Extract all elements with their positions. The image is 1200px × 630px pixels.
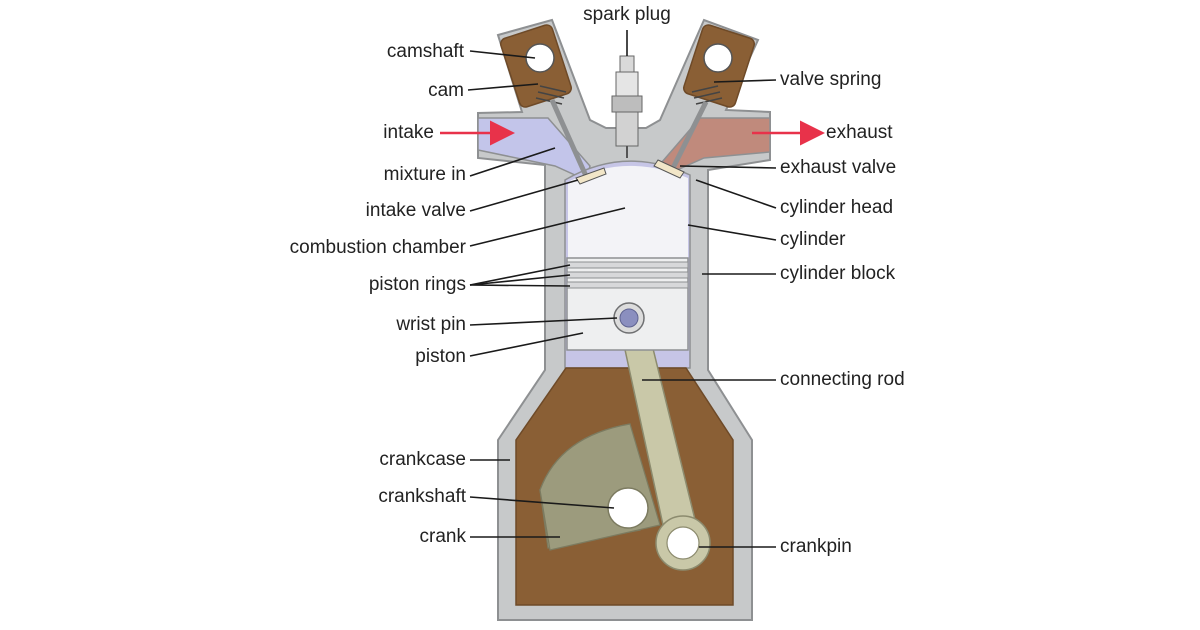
label-crank: crank	[419, 526, 466, 547]
label-camshaft: camshaft	[386, 41, 464, 62]
intake-camshaft-shape	[525, 43, 555, 73]
label-crankpin: crankpin	[780, 536, 852, 557]
exhaust-valve-spring	[691, 85, 723, 105]
label-spark-plug: spark plug	[583, 4, 671, 25]
exhaust-camshaft-shape	[703, 43, 733, 73]
label-cylinder-head: cylinder head	[780, 197, 894, 218]
label-wrist-pin: wrist pin	[396, 314, 466, 335]
leader-lines	[467, 30, 777, 548]
intake-valve-spring	[535, 85, 567, 105]
label-mixture-in: mixture in	[383, 164, 466, 185]
piston-ring-2	[566, 271, 689, 279]
label-cylinder-block: cylinder block	[780, 263, 896, 284]
wrist-pin-core	[619, 308, 639, 328]
label-crankshaft: crankshaft	[378, 486, 466, 507]
spark-plug-shape	[611, 55, 643, 158]
label-valve-spring: valve spring	[780, 69, 882, 90]
piston-ring-3	[566, 281, 689, 289]
label-exhaust: exhaust	[826, 122, 893, 143]
label-piston: piston	[415, 346, 466, 367]
label-exhaust-valve: exhaust valve	[780, 157, 897, 178]
label-piston-rings: piston rings	[368, 274, 466, 295]
label-crankcase: crankcase	[379, 449, 466, 470]
combustion-chamber	[568, 165, 688, 258]
label-combustion-chamber: combustion chamber	[289, 237, 466, 258]
exhaust-valve-stem	[669, 100, 709, 172]
intake-valve-head	[575, 167, 607, 185]
label-intake-valve: intake valve	[365, 200, 466, 221]
piston-ring-1	[566, 261, 689, 269]
crankpin-hole	[666, 526, 700, 560]
label-cylinder: cylinder	[780, 229, 846, 250]
intake-valve-stem	[549, 98, 589, 178]
label-cam: cam	[428, 80, 464, 101]
exhaust-valve-head	[653, 159, 685, 179]
label-intake: intake	[383, 122, 434, 143]
label-connecting-rod: connecting rod	[780, 369, 905, 390]
